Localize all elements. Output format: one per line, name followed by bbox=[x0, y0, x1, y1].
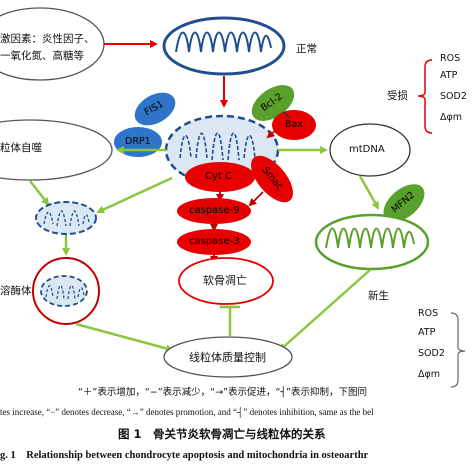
caspase9-label: caspase-9 bbox=[189, 205, 240, 216]
mitophagy-ellipse bbox=[0, 119, 113, 181]
regenerated-mitochondrion bbox=[314, 213, 430, 271]
legend-en: tes increase, “−” denotes decrease, “→” … bbox=[0, 407, 374, 417]
fis1-node bbox=[134, 92, 176, 126]
drp1-label: DRP1 bbox=[125, 136, 151, 147]
right-bottom-dpm: Δφm bbox=[418, 369, 441, 380]
lysosome-circle bbox=[32, 257, 100, 325]
mfn2-node bbox=[383, 184, 425, 222]
right-top-atp: ATP bbox=[440, 70, 458, 81]
bax-label: Bax bbox=[285, 119, 303, 130]
right-top-sod2: SOD2 bbox=[440, 91, 467, 102]
cytc-label: Cyt C bbox=[205, 171, 232, 182]
mtdna-label: mtDNA bbox=[349, 144, 385, 155]
caption-cn: 图 1 骨关节炎软骨凋亡与线粒体的关系 bbox=[118, 427, 326, 441]
caption-en: g. 1 Relationship between chondrocyte ap… bbox=[0, 450, 369, 461]
mtdna-ellipse bbox=[329, 123, 411, 177]
lysosome-label: 溶酶体 bbox=[0, 285, 32, 297]
normal-mitochondrion bbox=[162, 16, 286, 76]
fragment-mitochondrion bbox=[35, 201, 97, 235]
arrow-mtdna-regen bbox=[358, 175, 380, 210]
arrow-bax-mito bbox=[266, 130, 276, 139]
regeneration-label: 新生 bbox=[368, 290, 389, 302]
right-bottom-ros: ROS bbox=[418, 308, 439, 319]
qc-label: 线粒体质量控制 bbox=[189, 351, 266, 364]
caspase9-node bbox=[177, 198, 251, 224]
bracket-top bbox=[417, 59, 433, 134]
arrow-smac-casp9 bbox=[248, 191, 264, 207]
normal-label: 正常 bbox=[296, 43, 317, 55]
stimulus-label-2: 一氧化氮、高糖等 bbox=[0, 50, 84, 62]
mitophagy-label: 粒体自噬 bbox=[0, 142, 42, 154]
apoptosis-label: 软骨凋亡 bbox=[203, 274, 247, 287]
arrow-regen-qc bbox=[278, 269, 371, 352]
right-bottom-sod2: SOD2 bbox=[418, 348, 445, 359]
arrow-mito-fragment bbox=[96, 176, 173, 214]
right-top-dpm: Δφm bbox=[440, 112, 463, 123]
right-bottom-atp: ATP bbox=[418, 327, 436, 338]
arrow-lysosome-qc bbox=[75, 322, 174, 353]
caspase3-label: caspase-3 bbox=[189, 236, 240, 247]
apoptosis-ellipse bbox=[178, 257, 274, 305]
bax-node bbox=[272, 110, 316, 140]
damaged-label: 受损 bbox=[387, 90, 408, 102]
stimulus-label-1: 激因素：炎性因子、 bbox=[0, 33, 95, 45]
bcl2-inhibit-bax bbox=[282, 111, 291, 119]
cytc-node bbox=[185, 162, 255, 192]
bracket-bottom bbox=[450, 312, 466, 388]
arrow-mitophagy-fragment bbox=[29, 180, 50, 206]
smac-node bbox=[251, 155, 293, 203]
qc-ellipse bbox=[163, 336, 293, 378]
caspase3-node bbox=[177, 229, 251, 255]
legend-cn: “＋”表示增加，“−”表示减少，“→”表示促进，“┤”表示抑制，下图同 bbox=[78, 387, 368, 398]
right-top-ros: ROS bbox=[440, 53, 461, 64]
